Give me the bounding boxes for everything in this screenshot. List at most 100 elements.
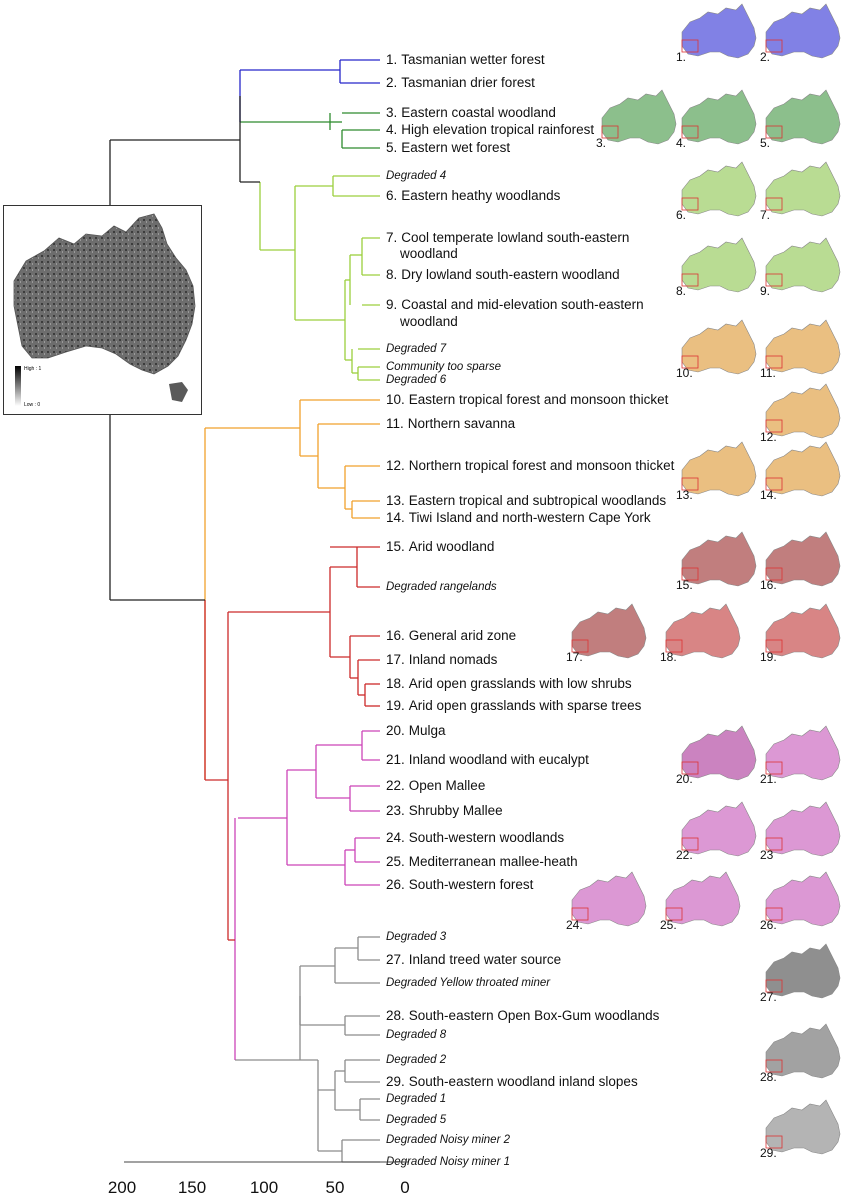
- distribution-map: [765, 3, 841, 59]
- thumbnail-label: 7.: [760, 208, 771, 222]
- thumbnail-label: 20.: [676, 772, 693, 786]
- australia-shape: [571, 871, 647, 927]
- leaf-name: Inland woodland with eucalypt: [408, 752, 589, 767]
- axis-tick-100: 100: [249, 1178, 279, 1197]
- leaf-number: 19.: [386, 698, 405, 713]
- australia-shape: [681, 801, 757, 857]
- australia-shape: [765, 319, 841, 375]
- locator-box: [765, 979, 783, 993]
- community-map-thumbnail: 19.: [760, 602, 842, 664]
- australia-shape: [765, 1023, 841, 1079]
- leaf-name: Mulga: [408, 723, 446, 738]
- leaf-name: Eastern coastal woodland: [401, 105, 556, 120]
- locator-box: [681, 477, 699, 491]
- leaf-name: Coastal and mid-elevation south-eastern: [401, 297, 644, 312]
- leaf-label-l11: 11.Northern savanna: [386, 416, 515, 432]
- leaf-label-l20: 20.Mulga: [386, 723, 446, 739]
- leaf-number: 29.: [386, 1074, 405, 1089]
- leaf-name: Inland treed water source: [408, 952, 562, 967]
- legend-gradient-bar: [15, 366, 21, 406]
- leaf-label-l22: 22.Open Mallee: [386, 778, 485, 794]
- leaf-name: Degraded Noisy miner 1: [386, 1156, 511, 1168]
- locator-box: [681, 197, 699, 211]
- australia-shape: [665, 603, 741, 659]
- leaf-label-l25: 25.Mediterranean mallee-heath: [386, 854, 578, 870]
- axis-tick-150: 150: [177, 1178, 207, 1197]
- leaf-name: Degraded 5: [386, 1114, 447, 1126]
- thumbnail-label: 23: [760, 848, 774, 862]
- leaf-name: South-eastern Open Box-Gum woodlands: [408, 1008, 660, 1023]
- leaf-label-d4: Degraded 4: [386, 169, 446, 183]
- leaf-number: 24.: [386, 830, 405, 845]
- leaf-label-l21: 21.Inland woodland with eucalypt: [386, 752, 589, 768]
- locator-box: [765, 477, 783, 491]
- leaf-name: Eastern heathy woodlands: [401, 188, 561, 203]
- leaf-label-l5: 5.Eastern wet forest: [386, 140, 510, 156]
- thumbnail-label: 10.: [676, 366, 693, 380]
- australia-shape: [681, 531, 757, 587]
- community-map-thumbnail: 9.: [760, 236, 842, 298]
- distribution-map: [765, 161, 841, 217]
- leaf-number: 15.: [386, 539, 405, 554]
- leaf-number: 2.: [386, 75, 398, 90]
- australia-shape: [765, 603, 841, 659]
- thumbnail-label: 26.: [760, 918, 777, 932]
- leaf-label-d7: Degraded 7: [386, 342, 446, 356]
- locator-box: [765, 907, 783, 921]
- leaf-label-dnm2: Degraded Noisy miner 2: [386, 1133, 510, 1147]
- leaf-label-l6: 6.Eastern heathy woodlands: [386, 188, 560, 204]
- leaf-label-l29: 29.South-eastern woodland inland slopes: [386, 1074, 638, 1090]
- community-map-thumbnail: 23: [760, 800, 842, 862]
- leaf-label-d3: Degraded 3: [386, 930, 446, 944]
- community-map-thumbnail: 14.: [760, 440, 842, 502]
- community-map-thumbnail: 18.: [660, 602, 742, 664]
- australia-shape: [681, 441, 757, 497]
- leaf-name: Mediterranean mallee-heath: [408, 854, 578, 869]
- leaf-name: Degraded 1: [386, 1093, 447, 1105]
- thumbnail-label: 17.: [566, 650, 583, 664]
- axis-tick-50: 50: [325, 1178, 345, 1197]
- leaf-label-l26: 26.South-western forest: [386, 877, 533, 893]
- locator-box: [765, 125, 783, 139]
- leaf-name: Shrubby Mallee: [408, 803, 503, 818]
- distribution-map: [765, 1099, 841, 1155]
- locator-box: [681, 567, 699, 581]
- leaf-number: 18.: [386, 676, 405, 691]
- locator-box: [765, 197, 783, 211]
- leaf-number: 21.: [386, 752, 405, 767]
- leaf-number: 13.: [386, 493, 405, 508]
- distribution-map: [681, 237, 757, 293]
- locator-box: [765, 1135, 783, 1149]
- thumbnail-label: 16.: [760, 578, 777, 592]
- locator-box: [681, 837, 699, 851]
- community-map-thumbnail: 10.: [676, 318, 758, 380]
- community-map-thumbnail: 28.: [760, 1022, 842, 1084]
- community-map-thumbnail: 21.: [760, 724, 842, 786]
- distribution-map: [681, 725, 757, 781]
- leaf-number: 27.: [386, 952, 405, 967]
- locator-box: [765, 273, 783, 287]
- distribution-map: [681, 3, 757, 59]
- thumbnail-label: 15.: [676, 578, 693, 592]
- leaf-number: 23.: [386, 803, 405, 818]
- thumbnail-label: 5.: [760, 136, 771, 150]
- australia-shape: [765, 725, 841, 781]
- community-map-thumbnail: 29.: [760, 1098, 842, 1160]
- leaf-label-d8: Degraded 8: [386, 1028, 446, 1042]
- leaf-name: High elevation tropical rainforest: [401, 122, 595, 137]
- locator-box: [571, 907, 589, 921]
- community-map-thumbnail: 11.: [760, 318, 842, 380]
- leaf-number: 14.: [386, 510, 405, 525]
- community-map-thumbnail: 20.: [676, 724, 758, 786]
- community-map-thumbnail: 17.: [566, 602, 648, 664]
- australia-shape: [681, 3, 757, 59]
- axis-tick-0: 0: [400, 1178, 410, 1197]
- community-map-thumbnail: 26.: [760, 870, 842, 932]
- thumbnail-label: 2.: [760, 50, 771, 64]
- locator-box: [765, 761, 783, 775]
- leaf-name: South-eastern woodland inland slopes: [408, 1074, 638, 1089]
- community-map-thumbnail: 27.: [760, 942, 842, 1004]
- leaf-label-l13: 13.Eastern tropical and subtropical wood…: [386, 493, 666, 509]
- thumbnail-label: 9.: [760, 284, 771, 298]
- locator-box: [765, 39, 783, 53]
